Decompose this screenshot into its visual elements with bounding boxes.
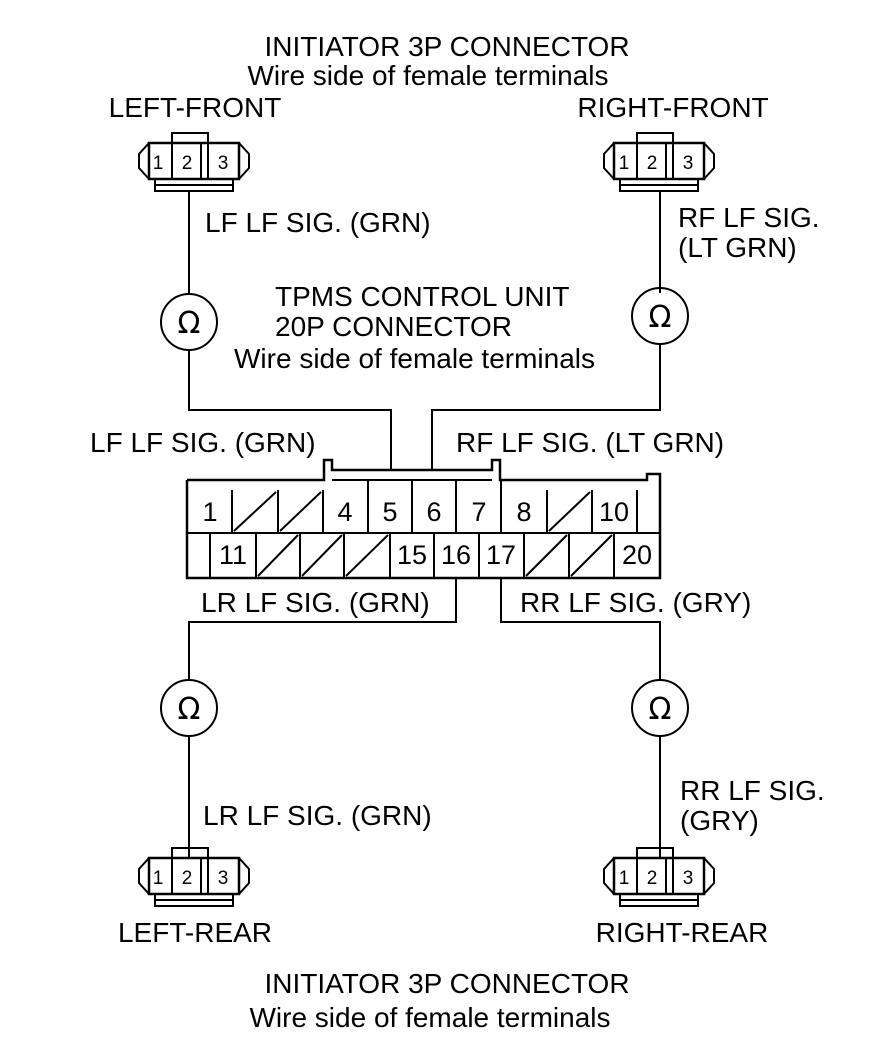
terminal-16: 16 [441, 540, 471, 570]
rf-pin-2: 2 [647, 153, 658, 174]
terminal-7: 7 [471, 497, 486, 527]
lf-unit-wire-label: LF LF SIG. (GRN) [90, 427, 316, 458]
rf-pin-1: 1 [619, 153, 630, 174]
left-rear-label: LEFT-REAR [118, 917, 272, 948]
tpms-20p-connector: 1 4 5 6 7 8 10 11 15 16 17 20 [185, 458, 662, 580]
lr-pin-1: 1 [153, 868, 164, 889]
lf-pin-2: 2 [182, 153, 193, 174]
lr-lower-wire-label: LR LF SIG. (GRN) [203, 800, 432, 831]
terminal-11: 11 [219, 540, 247, 570]
terminal-8: 8 [516, 497, 531, 527]
rr-lower-wire-label-1: RR LF SIG. [680, 775, 825, 806]
terminal-20: 20 [622, 540, 652, 570]
pin17-to-rr-wire [500, 578, 661, 680]
lr-pin-2: 2 [182, 868, 193, 889]
rf-upper-wire-label-1: RF LF SIG. [678, 202, 820, 233]
control-unit-line-2: 20P CONNECTOR [275, 311, 512, 342]
rr-pin-2: 2 [647, 868, 658, 889]
control-unit-line-3: Wire side of female terminals [234, 343, 595, 374]
lf-to-pin5-wire [188, 350, 392, 470]
left-front-3p-connector: 1 2 3 [138, 132, 250, 192]
rf-unit-wire-label: RF LF SIG. (LT GRN) [456, 427, 724, 458]
right-rear-label: RIGHT-REAR [596, 917, 769, 948]
lf-ohmmeter-symbol: Ω [160, 293, 218, 351]
right-front-3p-connector: 1 2 3 [603, 132, 715, 192]
terminal-17: 17 [486, 540, 516, 570]
top-connector-subtitle: Wire side of female terminals [247, 60, 608, 91]
lr-pin-3: 3 [218, 868, 229, 889]
lf-upper-wire-label: LF LF SIG. (GRN) [205, 207, 431, 238]
rr-pin-3: 3 [683, 868, 694, 889]
terminal-6: 6 [426, 497, 441, 527]
terminal-1: 1 [202, 497, 217, 527]
terminal-15: 15 [397, 540, 427, 570]
right-front-label: RIGHT-FRONT [577, 92, 768, 123]
lr-ohm-icon: Ω [178, 692, 201, 727]
rf-upper-wire-label-2: (LT GRN) [678, 232, 797, 263]
right-rear-3p-connector: 1 2 3 [603, 847, 715, 907]
lr-unit-wire-label: LR LF SIG. (GRN) [201, 587, 430, 618]
rf-to-pin6-wire [431, 344, 661, 470]
left-rear-3p-connector: 1 2 3 [138, 847, 250, 907]
lf-ohm-icon: Ω [178, 306, 201, 341]
bottom-connector-title: INITIATOR 3P CONNECTOR [264, 968, 629, 999]
rf-ohm-icon: Ω [649, 300, 672, 335]
rr-pin-1: 1 [619, 868, 630, 889]
left-front-label: LEFT-FRONT [109, 92, 282, 123]
rr-unit-wire-label: RR LF SIG. (GRY) [520, 587, 751, 618]
top-connector-title: INITIATOR 3P CONNECTOR [264, 31, 629, 62]
terminal-5: 5 [382, 497, 397, 527]
lf-pin-3: 3 [218, 153, 229, 174]
pin16-to-lr-wire [188, 578, 457, 680]
lf-pin-1: 1 [153, 153, 164, 174]
control-unit-line-1: TPMS CONTROL UNIT [275, 281, 570, 312]
rr-ohmmeter-symbol: Ω [631, 679, 689, 737]
lr-ohmmeter-symbol: Ω [160, 679, 218, 737]
rf-pin-3: 3 [683, 153, 694, 174]
terminal-4: 4 [337, 497, 352, 527]
terminal-10: 10 [599, 497, 629, 527]
rr-lower-wire-label-2: (GRY) [680, 805, 759, 836]
bottom-connector-subtitle: Wire side of female terminals [249, 1002, 610, 1033]
rf-ohmmeter-symbol: Ω [631, 287, 689, 345]
rr-ohm-icon: Ω [649, 692, 672, 727]
